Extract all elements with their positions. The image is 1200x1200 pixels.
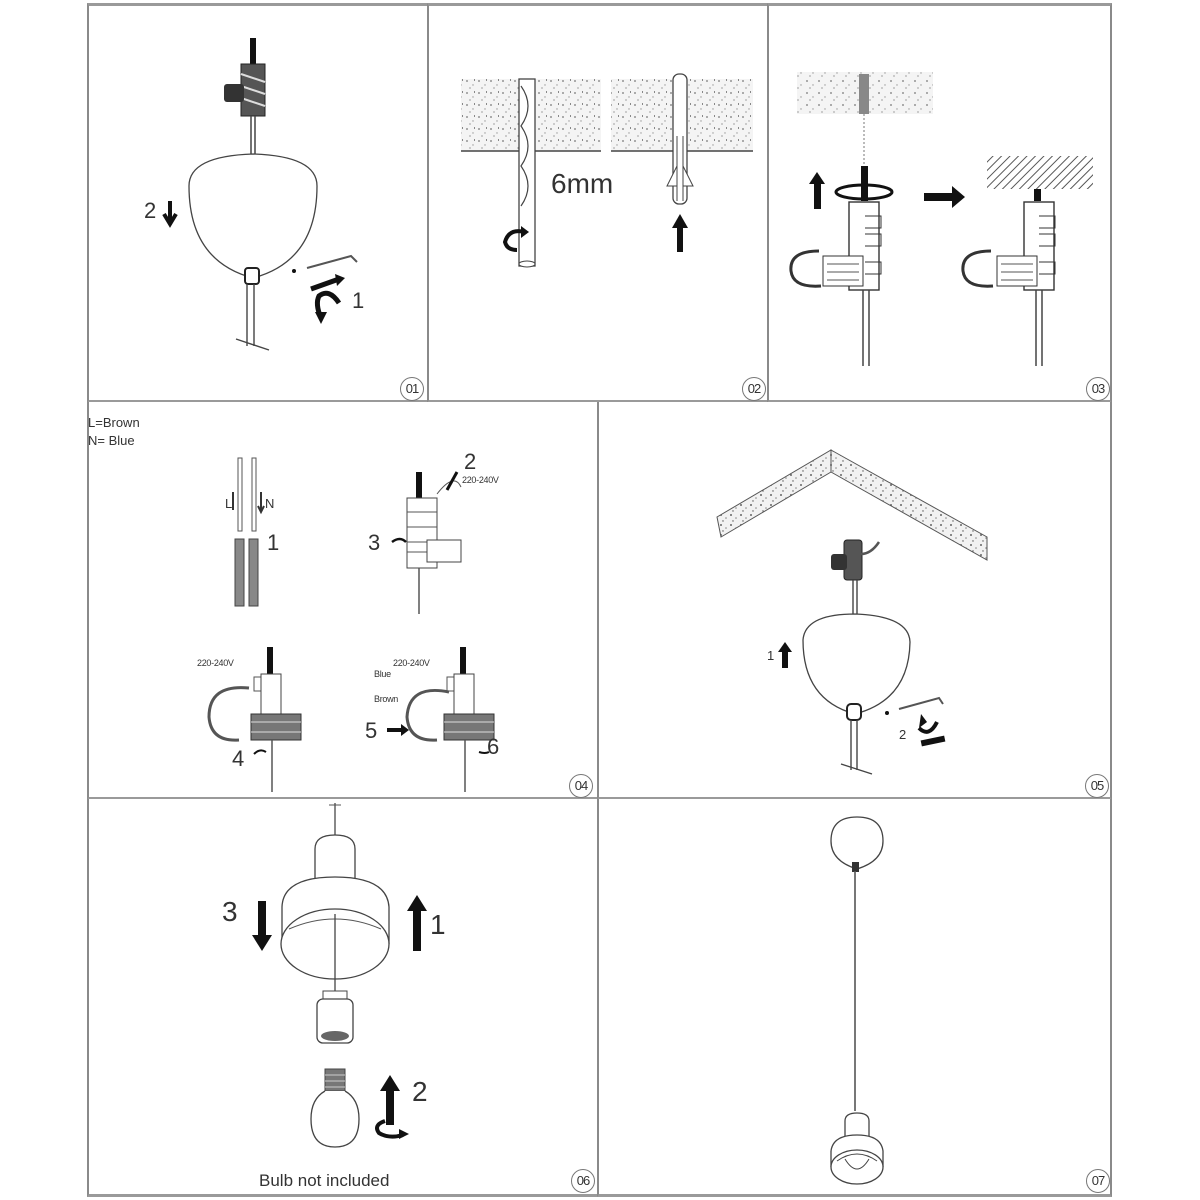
wiring-illustration xyxy=(207,457,495,792)
step-1-label: 1 xyxy=(767,648,775,663)
voltage-label: 220-240V xyxy=(462,475,499,485)
mount-bracket-illustration xyxy=(789,72,1093,366)
step-number-badge: 07 xyxy=(1086,1169,1110,1193)
panel-step-02: 6mm 02 xyxy=(427,3,767,403)
step-1-label: 1 xyxy=(267,530,280,555)
step-3-label: 3 xyxy=(222,896,238,927)
wire-l-label: L xyxy=(225,496,233,511)
step-2-label: 2 xyxy=(464,449,477,474)
wire-brown-label: Brown xyxy=(374,694,399,704)
wire-n-label: N xyxy=(265,496,275,511)
panel-step-07: 07 xyxy=(597,799,1112,1197)
canopy-tighten-illustration xyxy=(716,449,988,775)
step-1-label: 1 xyxy=(352,288,365,313)
wire-blue-label: Blue xyxy=(374,669,391,679)
voltage-label: 220-240V xyxy=(393,658,430,668)
bulb-note: Bulb not included xyxy=(259,1171,390,1190)
finished-pendant-illustration xyxy=(830,816,884,1185)
legend-neutral: N= Blue xyxy=(88,433,135,448)
canopy-loosen-illustration xyxy=(162,38,358,351)
step-4-label: 4 xyxy=(232,746,245,771)
shade-and-bulb-illustration xyxy=(252,803,427,1148)
voltage-label: 220-240V xyxy=(197,658,234,668)
step-2-label: 2 xyxy=(412,1076,428,1107)
drill-ceiling-illustration xyxy=(461,73,753,268)
legend-live: L=Brown xyxy=(88,415,140,430)
panel-step-06: 3 1 2 Bulb not included 06 xyxy=(87,799,597,1197)
step-number-badge: 03 xyxy=(1086,377,1110,401)
panel-step-05: 1 2 05 xyxy=(597,402,1112,800)
step-number-badge: 02 xyxy=(742,377,766,401)
step-2-label: 2 xyxy=(899,727,907,742)
step-2-label: 2 xyxy=(144,198,157,223)
step-number-badge: 04 xyxy=(569,774,593,798)
panel-step-01: 2 1 01 xyxy=(87,3,427,403)
step-5-label: 5 xyxy=(365,718,378,743)
drill-size-label: 6mm xyxy=(551,168,614,199)
panel-step-04: L=Brown N= Blue L N 1 2 220-240V 3 220-2… xyxy=(87,402,597,800)
panel-step-03: 03 xyxy=(767,3,1112,403)
step-3-label: 3 xyxy=(368,530,381,555)
step-number-badge: 01 xyxy=(400,377,424,401)
step-1-label: 1 xyxy=(430,909,446,940)
step-number-badge: 06 xyxy=(571,1169,595,1193)
step-6-label: 6 xyxy=(487,734,500,759)
step-number-badge: 05 xyxy=(1085,774,1109,798)
